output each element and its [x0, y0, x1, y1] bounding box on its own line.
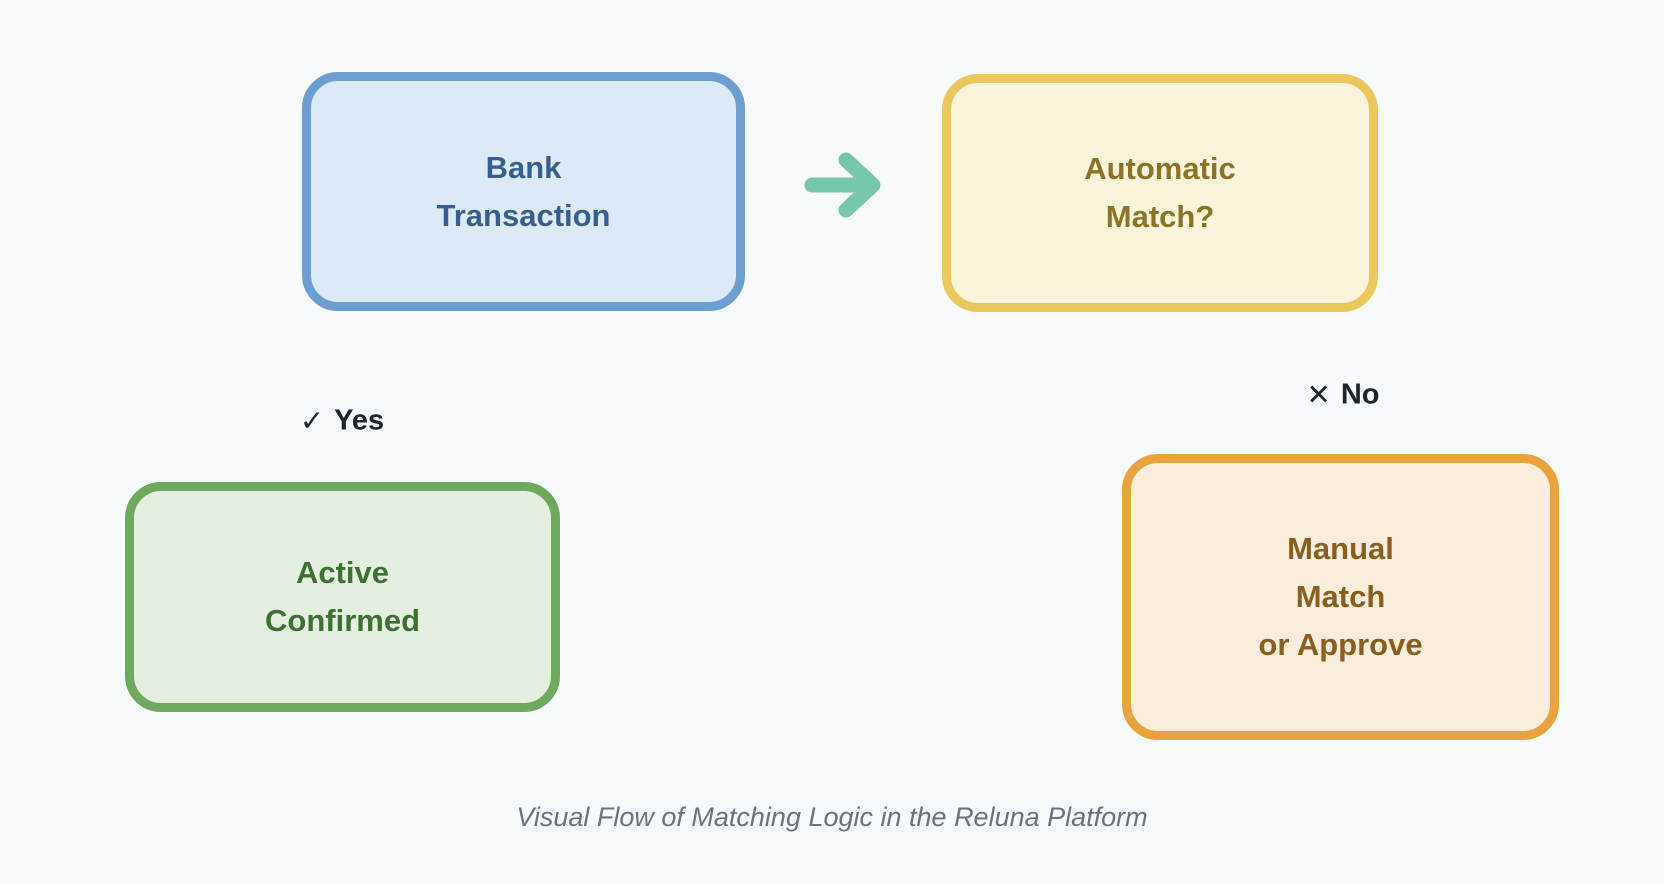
node-label-line: Active — [295, 555, 390, 590]
arrow-right-icon — [804, 152, 881, 218]
node-automatic-match: Automatic Match? — [942, 74, 1378, 312]
x-icon: ✕ — [1306, 379, 1331, 412]
diagram-caption: Visual Flow of Matching Logic in the Rel… — [516, 802, 1148, 832]
edge-label-yes-text: Yes — [334, 404, 385, 437]
node-label-line: Confirmed — [265, 603, 420, 638]
edge-label-no-text: No — [1340, 378, 1380, 411]
node-label-line: Automatic — [1084, 151, 1236, 186]
node-label-line: or Approve — [1258, 627, 1423, 662]
node-label-line: Match — [1295, 579, 1386, 614]
node-bank-transaction: Bank Transaction — [302, 72, 745, 311]
check-icon: ✓ — [299, 405, 325, 438]
node-active-confirmed: Active Confirmed — [125, 482, 560, 712]
node-manual-match-or-approve: Manual Match or Approve — [1122, 454, 1559, 740]
node-label-line: Bank — [485, 149, 562, 185]
node-label-line: Manual — [1287, 531, 1394, 566]
node-label-line: Match? — [1105, 199, 1215, 234]
node-label-line: Transaction — [436, 197, 611, 233]
edge-label-yes: ✓ Yes — [300, 404, 384, 439]
edge-label-no: ✕ No — [1307, 378, 1380, 413]
